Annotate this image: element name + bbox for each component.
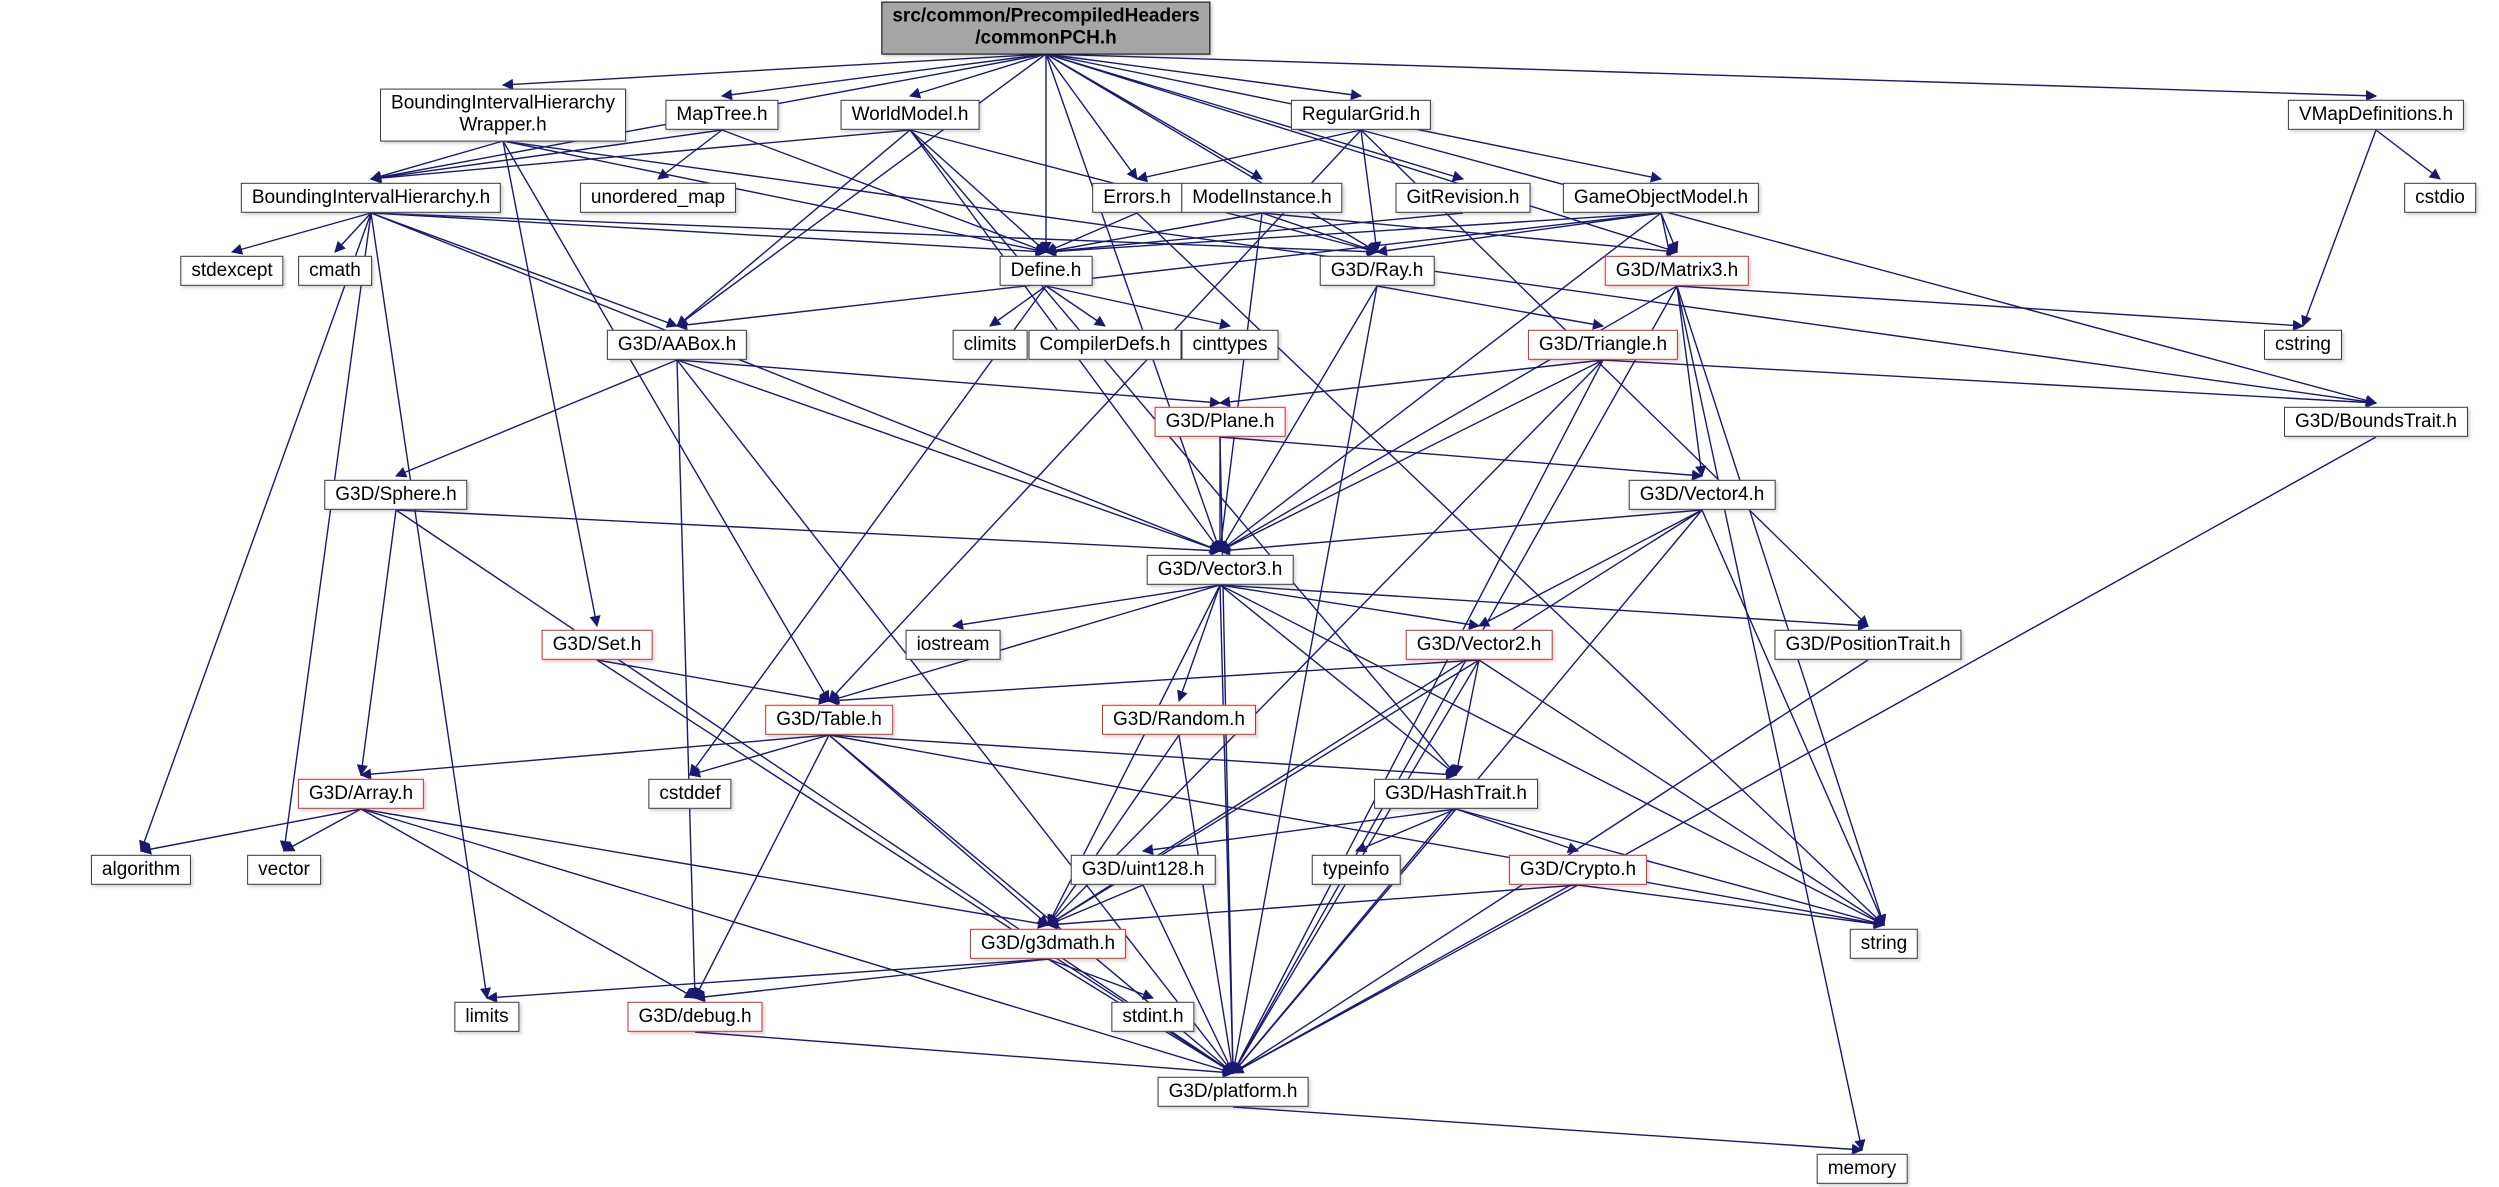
graph-node-boundstrait[interactable]: G3D/BoundsTrait.h: [2284, 406, 2468, 438]
graph-node-platform[interactable]: G3D/platform.h: [1157, 1076, 1309, 1108]
graph-node-worldmodel[interactable]: WorldModel.h: [840, 99, 980, 131]
graph-node-table[interactable]: G3D/Table.h: [765, 704, 893, 736]
graph-node-debug[interactable]: G3D/debug.h: [627, 1001, 763, 1033]
graph-node-vector[interactable]: vector: [247, 854, 321, 886]
graph-node-crypto[interactable]: G3D/Crypto.h: [1508, 854, 1648, 886]
graph-node-gameobjectmodel[interactable]: GameObjectModel.h: [1562, 182, 1760, 214]
graph-node-vector3[interactable]: G3D/Vector3.h: [1146, 554, 1294, 586]
graph-node-array[interactable]: G3D/Array.h: [297, 778, 425, 810]
graph-node-algorithm[interactable]: algorithm: [90, 854, 192, 886]
graph-node-plane[interactable]: G3D/Plane.h: [1154, 406, 1286, 438]
graph-node-positiontrait[interactable]: G3D/PositionTrait.h: [1774, 629, 1962, 661]
graph-node-stdint[interactable]: stdint.h: [1111, 1001, 1195, 1033]
graph-node-climits[interactable]: climits: [952, 329, 1028, 361]
graph-node-regulargrid[interactable]: RegularGrid.h: [1290, 99, 1432, 131]
graph-node-typeinfo[interactable]: typeinfo: [1311, 854, 1401, 886]
graph-node-limits[interactable]: limits: [454, 1001, 520, 1033]
graph-node-set[interactable]: G3D/Set.h: [541, 629, 653, 661]
graph-node-uint128[interactable]: G3D/uint128.h: [1070, 854, 1216, 886]
graph-node-iostream[interactable]: iostream: [905, 629, 1001, 661]
graph-node-cstddef[interactable]: cstddef: [648, 778, 732, 810]
graph-node-aabox[interactable]: G3D/AABox.h: [606, 329, 748, 361]
graph-node-define[interactable]: Define.h: [999, 255, 1093, 287]
graph-node-unordered-map[interactable]: unordered_map: [579, 182, 737, 214]
graph-node-g3dmath[interactable]: G3D/g3dmath.h: [969, 928, 1127, 960]
graph-node-bih[interactable]: BoundingIntervalHierarchy.h: [240, 182, 502, 214]
graph-node-hashtrait[interactable]: G3D/HashTrait.h: [1374, 778, 1538, 810]
graph-node-stdexcept[interactable]: stdexcept: [180, 255, 284, 287]
graph-node-cmath[interactable]: cmath: [298, 255, 372, 287]
graph-node-memory[interactable]: memory: [1816, 1153, 1908, 1185]
edges: [139, 53, 2441, 1155]
graph-node-ray[interactable]: G3D/Ray.h: [1319, 255, 1435, 287]
graph-node-maptree[interactable]: MapTree.h: [665, 99, 779, 131]
graph-node-bihwrapper[interactable]: BoundingIntervalHierarchy Wrapper.h: [380, 88, 626, 142]
graph-node-vector2[interactable]: G3D/Vector2.h: [1405, 629, 1553, 661]
graph-node-triangle[interactable]: G3D/Triangle.h: [1527, 329, 1679, 361]
graph-node-vector4[interactable]: G3D/Vector4.h: [1628, 479, 1776, 511]
graph-node-matrix3[interactable]: G3D/Matrix3.h: [1604, 255, 1750, 287]
graph-node-gitrevision[interactable]: GitRevision.h: [1395, 182, 1531, 214]
graph-node-errors[interactable]: Errors.h: [1092, 182, 1182, 214]
graph-node-cstdio[interactable]: cstdio: [2404, 182, 2476, 214]
graph-node-cstring[interactable]: cstring: [2264, 329, 2342, 361]
graph-node-modelinstance[interactable]: ModelInstance.h: [1181, 182, 1343, 214]
graph-node-compilerdefs[interactable]: CompilerDefs.h: [1028, 329, 1182, 361]
graph-node-commonpch[interactable]: src/common/PrecompiledHeaders /commonPCH…: [881, 1, 1211, 55]
graph-node-vmapdefinitions[interactable]: VMapDefinitions.h: [2287, 99, 2465, 131]
graph-node-sphere[interactable]: G3D/Sphere.h: [324, 479, 468, 511]
graph-node-string[interactable]: string: [1849, 928, 1919, 960]
graph-node-cinttypes[interactable]: cinttypes: [1181, 329, 1279, 361]
graph-node-random[interactable]: G3D/Random.h: [1101, 704, 1257, 736]
